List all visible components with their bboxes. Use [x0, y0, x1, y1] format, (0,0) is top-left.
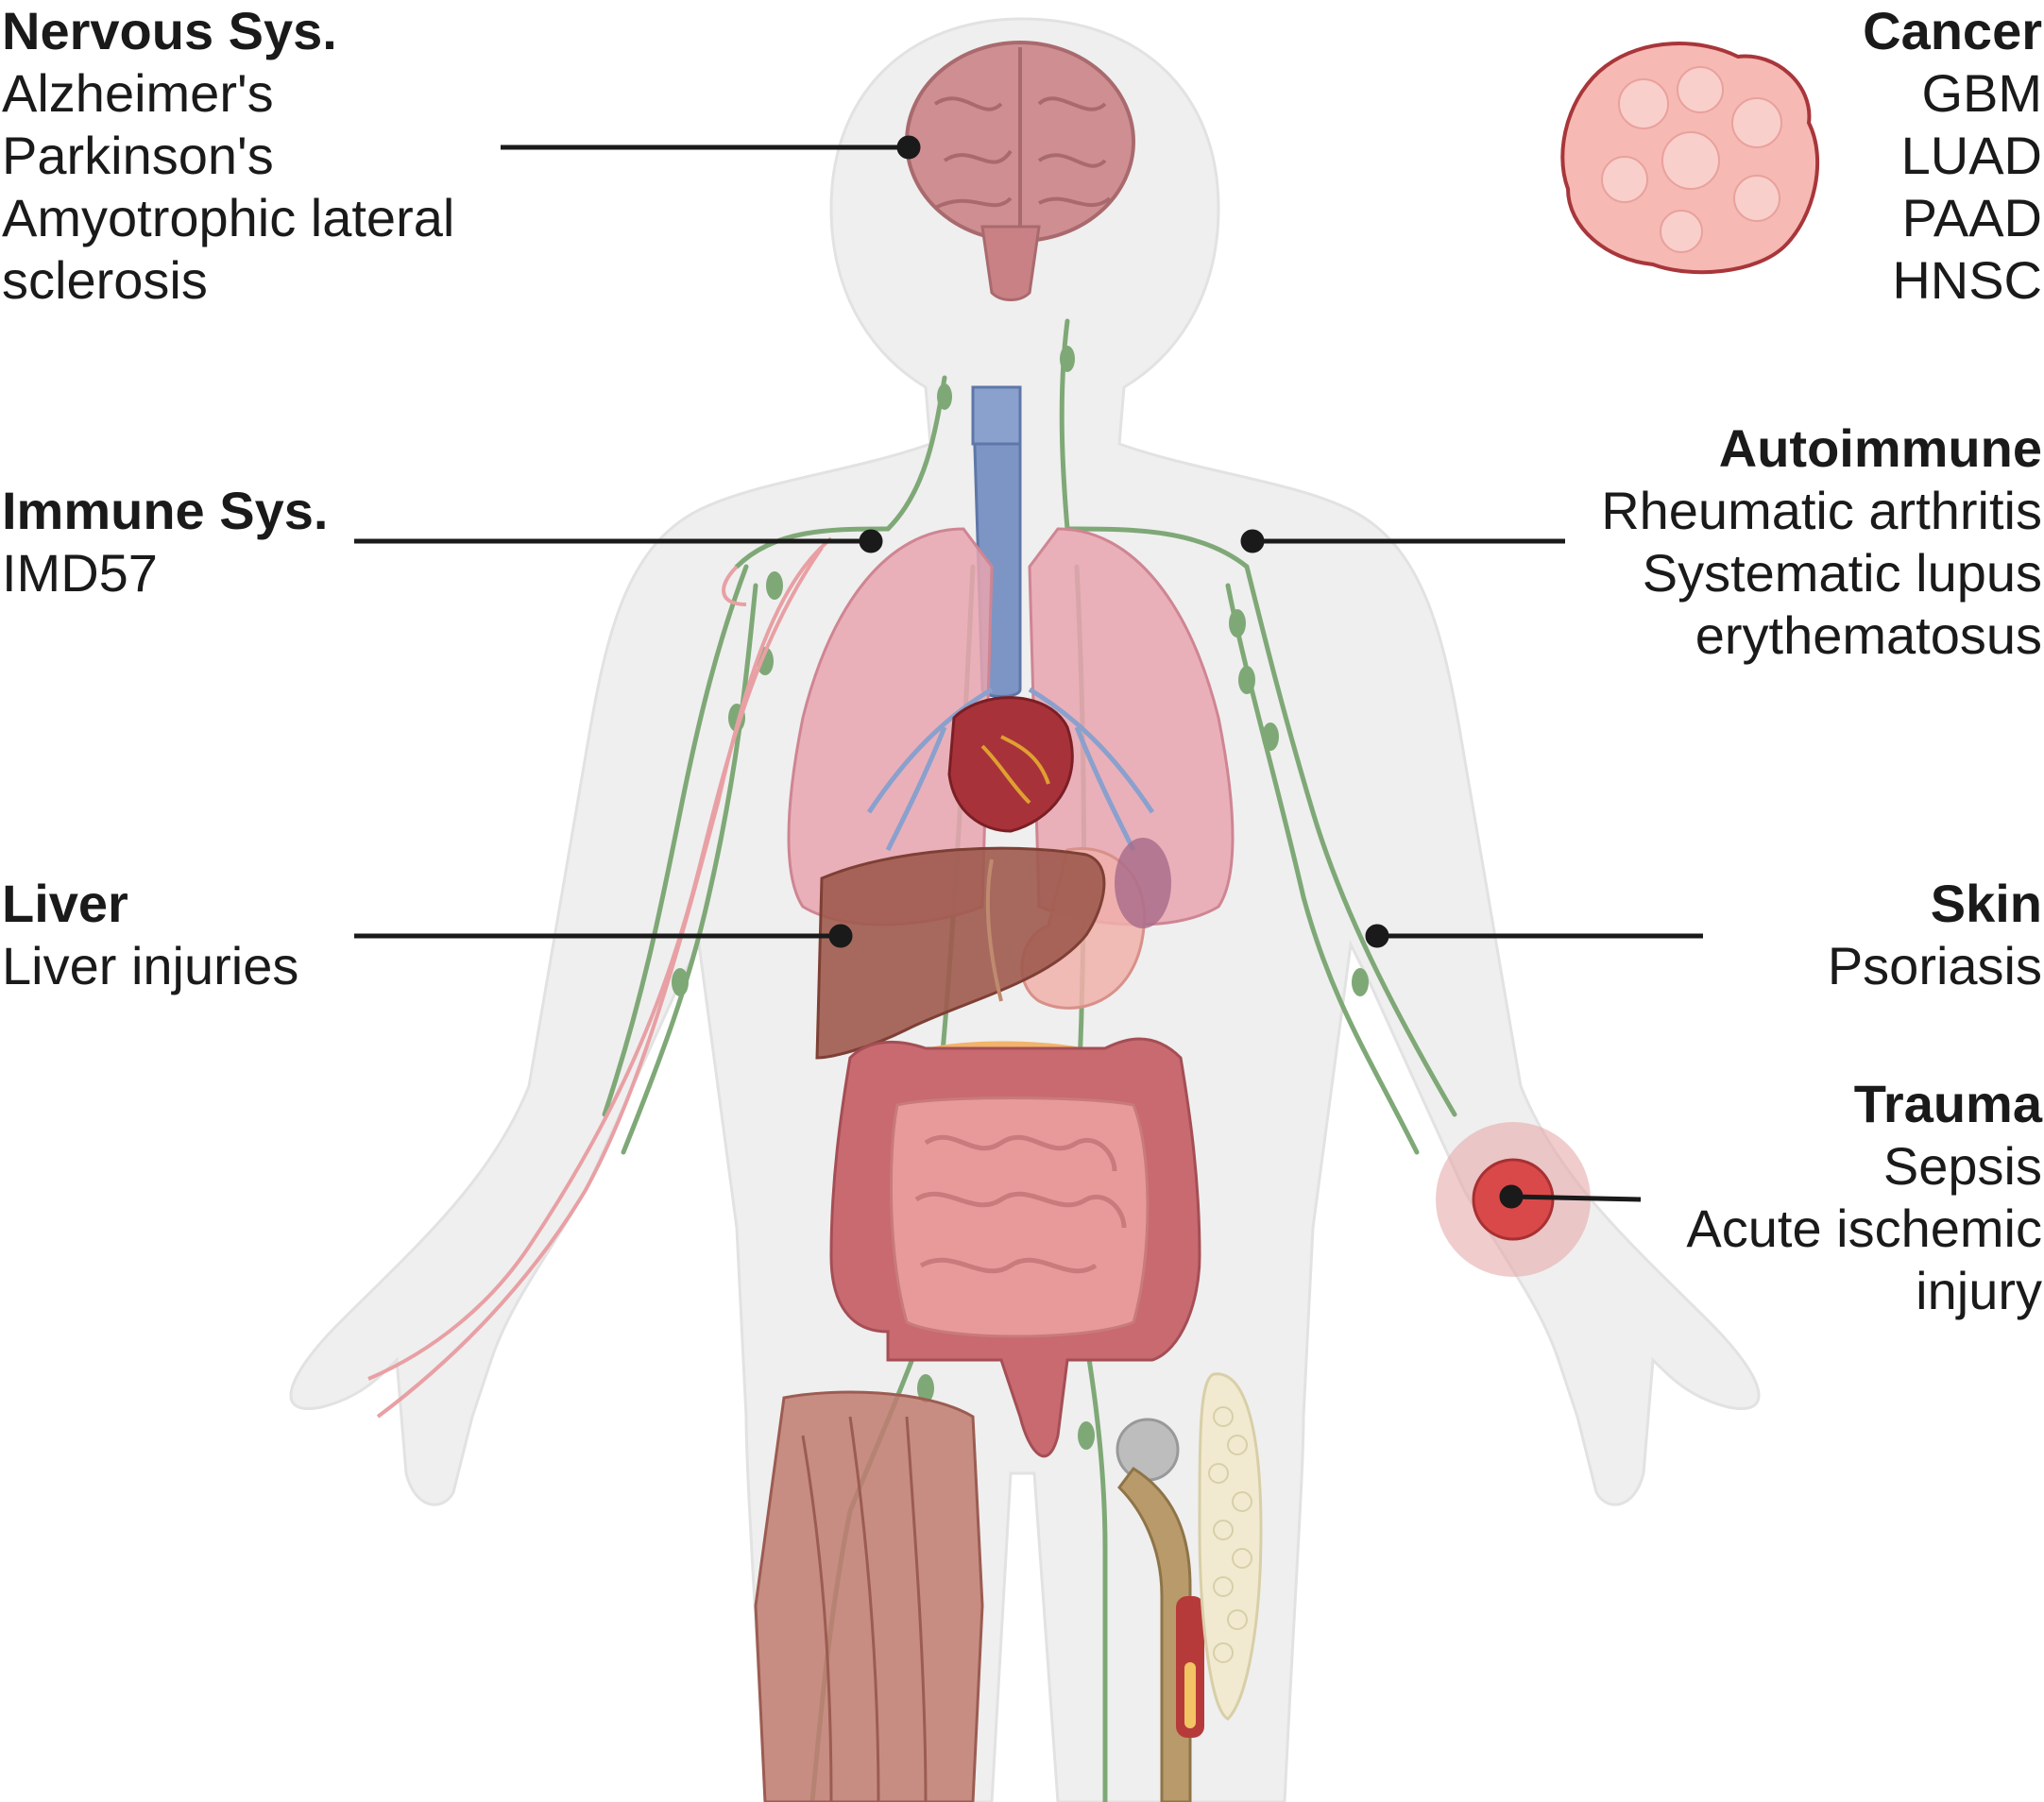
label-autoimmune-item: erythematosus	[1695, 605, 2042, 665]
label-trauma-item: injury	[1916, 1261, 2042, 1320]
label-autoimmune-title: Autoimmune	[1718, 418, 2042, 478]
label-cancer-item: LUAD	[1900, 126, 2042, 185]
label-trauma: Trauma Sepsis Acute ischemic injury	[1686, 1073, 2042, 1322]
label-autoimmune-item: Systematic lupus	[1642, 543, 2042, 603]
tumor-icon	[1560, 42, 1820, 275]
label-cancer: Cancer GBM LUAD PAAD HNSC	[1863, 0, 2042, 312]
label-cancer-item: GBM	[1921, 63, 2042, 123]
label-trauma-item: Acute ischemic	[1686, 1198, 2042, 1258]
label-skin-title: Skin	[1930, 874, 2042, 933]
leader-lines	[354, 135, 1703, 1209]
lungs	[787, 527, 1235, 926]
label-skin: Skin Psoriasis	[1828, 873, 2042, 997]
arm-arteries	[367, 536, 833, 1419]
label-nervous-item: sclerosis	[2, 250, 208, 310]
thigh-muscle	[754, 1390, 984, 1802]
femur-bone	[1116, 1418, 1204, 1802]
bronchi	[866, 687, 1155, 852]
label-immune: Immune Sys. IMD57	[2, 480, 328, 604]
label-nervous-item: Alzheimer's	[2, 63, 274, 123]
label-liver: Liver Liver injuries	[2, 873, 298, 997]
label-cancer-item: HNSC	[1892, 250, 2042, 310]
label-liver-title: Liver	[2, 874, 128, 933]
leader-trauma	[1510, 1194, 1642, 1202]
label-autoimmune: Autoimmune Rheumatic arthritis Systemati…	[1601, 417, 2042, 667]
label-liver-item: Liver injuries	[2, 936, 299, 995]
label-autoimmune-item: Rheumatic arthritis	[1601, 481, 2042, 540]
label-nervous-title: Nervous Sys.	[2, 1, 337, 60]
heart	[947, 696, 1074, 833]
label-skin-item: Psoriasis	[1827, 936, 2042, 995]
lymph-nodes	[672, 346, 1369, 1450]
label-immune-item: IMD57	[2, 543, 158, 603]
label-nervous: Nervous Sys. Alzheimer's Parkinson's Amy…	[2, 0, 454, 312]
liver	[815, 846, 1106, 1060]
bone-marrow-fat	[1198, 1372, 1263, 1721]
label-trauma-item: Sepsis	[1882, 1136, 2042, 1196]
label-trauma-title: Trauma	[1853, 1074, 2042, 1133]
label-cancer-title: Cancer	[1863, 1, 2042, 60]
label-nervous-item: Amyotrophic lateral	[2, 188, 455, 247]
label-immune-title: Immune Sys.	[2, 481, 329, 540]
brain	[905, 41, 1135, 301]
label-cancer-item: PAAD	[1901, 188, 2042, 247]
intestines	[829, 1037, 1201, 1458]
label-nervous-item: Parkinson's	[2, 126, 274, 185]
